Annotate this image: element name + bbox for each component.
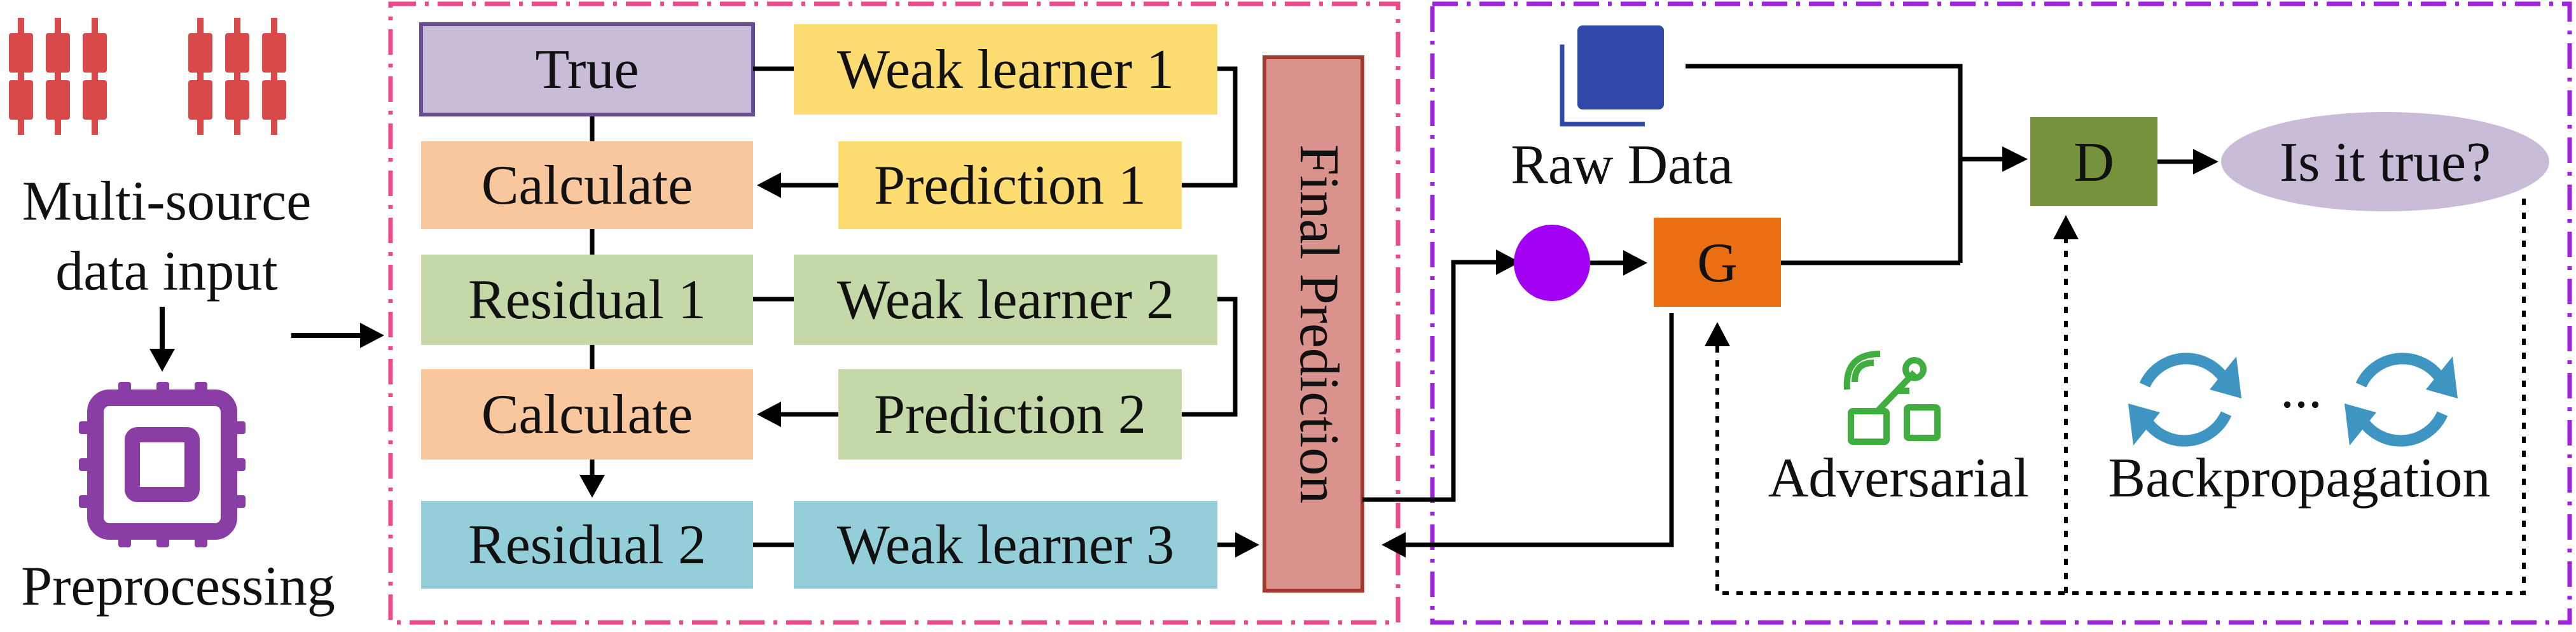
prediction-1-label: Prediction 1: [874, 155, 1146, 216]
weak-learner-3-label: Weak learner 3: [837, 514, 1174, 576]
calculate-box-2: Calculate: [421, 369, 753, 460]
arrowhead: [1705, 322, 1730, 346]
residual-2-label: Residual 2: [468, 514, 706, 576]
prediction-2-label: Prediction 2: [874, 384, 1146, 446]
ellipsis-label: ...: [2280, 358, 2322, 420]
residual-2-box: Residual 2: [421, 501, 753, 589]
calculate-box-1: Calculate: [421, 141, 753, 229]
calculate-1-label: Calculate: [481, 155, 693, 216]
arrow-generator-to-final: [1381, 313, 1674, 558]
residual-1-box: Residual 1: [421, 255, 753, 345]
weak-learner-1-label: Weak learner 1: [837, 39, 1174, 101]
weak-learner-1-box: Weak learner 1: [794, 24, 1217, 115]
final-prediction-label: Final Prediction: [1288, 144, 1350, 504]
true-box: True: [419, 22, 755, 116]
raw-data-label: Raw Data: [1511, 134, 1733, 196]
raw-data-icon: [1560, 25, 1664, 127]
weak-learner-2-label: Weak learner 2: [837, 269, 1174, 331]
discriminator-label: D: [2074, 132, 2114, 193]
server-icon: [188, 18, 286, 135]
boosting-connectors: [753, 66, 1238, 547]
preprocess-label: Preprocessing: [21, 556, 335, 617]
feedback-loop: [1715, 199, 2526, 595]
refresh-icon: [2344, 353, 2458, 447]
cpu-icon: [79, 382, 246, 547]
arrow-input-to-boosting: [291, 323, 384, 348]
generator-box: G: [1654, 218, 1781, 307]
true-label: True: [535, 39, 639, 101]
backprop-label: Backpropagation: [2108, 447, 2490, 509]
discriminator-box: D: [2030, 117, 2157, 206]
final-prediction-box: Final Prediction: [1263, 55, 1364, 593]
arrowhead: [1235, 532, 1259, 558]
question-label: Is it true?: [2280, 132, 2491, 193]
arrow-discriminator-to-question: [2157, 149, 2219, 174]
weak-learner-3-box: Weak learner 3: [794, 501, 1217, 589]
input-title-line1: Multi-source: [22, 171, 312, 232]
left-column-connector: [579, 115, 605, 498]
prediction-2-box: Prediction 2: [838, 369, 1182, 460]
residual-1-label: Residual 1: [468, 269, 706, 331]
arrowhead: [2053, 215, 2079, 239]
question-ellipse: Is it true?: [2221, 112, 2549, 211]
arrow-input-to-preprocess: [149, 307, 175, 372]
arrowhead: [757, 402, 781, 427]
gan-panel-border: [1430, 1, 2572, 625]
weak-learner-2-box: Weak learner 2: [794, 255, 1217, 345]
server-icons: [9, 18, 286, 135]
boosting-panel-border: [388, 1, 1401, 625]
generator-label: G: [1697, 232, 1738, 294]
input-title-line2: data input: [55, 241, 277, 302]
noise-circle: [1514, 225, 1590, 301]
adversarial-icon: [1843, 351, 1941, 445]
refresh-icon: [2128, 353, 2241, 447]
prediction-1-box: Prediction 1: [838, 141, 1182, 229]
server-icon: [9, 18, 107, 135]
calculate-2-label: Calculate: [481, 384, 693, 446]
arrow-noise-to-generator: [1590, 250, 1647, 276]
adversarial-label: Adversarial: [1768, 447, 2029, 509]
arrow-final-to-generator: [1362, 249, 1520, 502]
arrow-raw-to-discriminator: [1686, 64, 2028, 172]
arrowhead: [757, 172, 781, 198]
